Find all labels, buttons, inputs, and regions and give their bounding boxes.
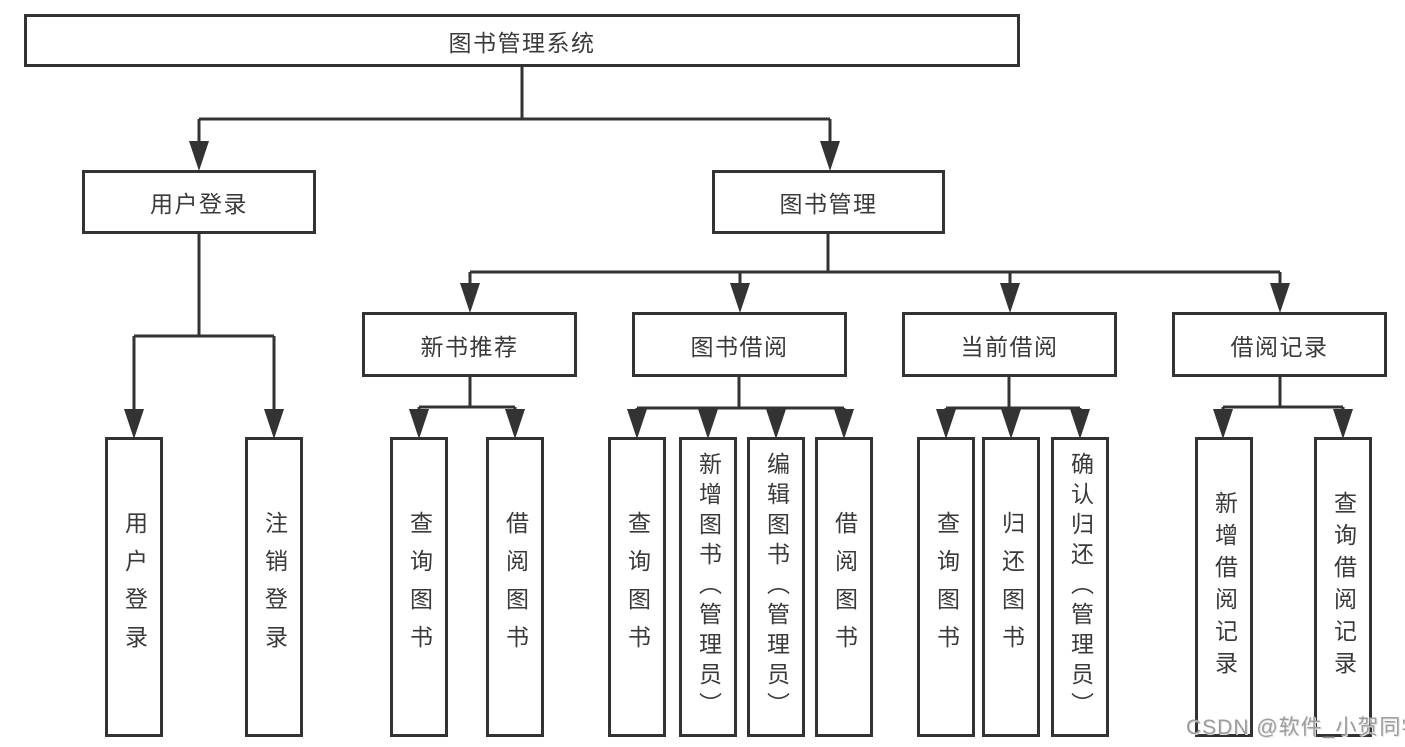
leaf-borrowing-add-book-admin: 新增图书（管理员） [679,437,737,737]
arrowhead [698,409,718,439]
node-user-login: 用户登录 [82,170,316,234]
leaf-current-return-books-label: 归还图书 [998,511,1025,663]
leaf-logout-label: 注销登录 [261,511,288,663]
leaf-borrowing-add-book-admin-label: 新增图书（管理员） [695,452,722,722]
node-borrowing-records-label: 借阅记录 [1230,333,1329,360]
connector-borrowing-records-branch [1221,375,1345,434]
arrowhead [409,409,429,439]
leaf-borrowing-edit-book-admin: 编辑图书（管理员） [747,437,805,737]
arrowhead [1270,283,1290,313]
leaf-user-login-label: 用户登录 [121,511,148,663]
leaf-newbook-borrow-books-label: 借阅图书 [502,511,529,663]
connector-book-management-branch [468,232,1282,308]
leaf-current-query-books-label: 查询图书 [933,511,960,663]
leaf-newbook-query-books: 查询图书 [390,437,448,737]
arrowhead [820,141,840,171]
leaf-borrowing-query-books-label: 查询图书 [624,511,651,663]
leaf-borrowing-edit-book-admin-label: 编辑图书（管理员） [763,452,790,722]
arrowhead [730,283,750,313]
arrowhead [460,283,480,313]
leaf-current-query-books: 查询图书 [917,437,975,737]
node-book-management-label: 图书管理 [779,191,878,217]
leaf-current-confirm-return-admin: 确认归还（管理员） [1051,437,1109,737]
node-current-borrowing: 当前借阅 [902,312,1117,377]
leaf-current-return-books: 归还图书 [982,437,1040,737]
leaf-user-login: 用户登录 [105,437,163,737]
connector-root-to-level2 [197,64,832,166]
leaf-newbook-query-books-label: 查询图书 [406,511,433,663]
node-book-borrowing: 图书借阅 [632,312,847,377]
node-library-management-system: 图书管理系统 [24,14,1020,67]
arrowhead [124,409,144,439]
arrowhead [189,141,209,171]
csdn-watermark: CSDN @软件_小贺同学 [1186,716,1405,739]
leaf-borrowing-borrow-books: 借阅图书 [815,437,873,737]
node-borrowing-records: 借阅记录 [1172,312,1387,377]
arrowhead [766,409,786,439]
node-book-management: 图书管理 [712,170,945,234]
node-new-book-recommendation: 新书推荐 [362,312,577,377]
node-book-borrowing-label: 图书借阅 [690,333,789,360]
node-user-login-label: 用户登录 [150,191,248,217]
connector-new-book-branch [417,375,517,434]
arrowhead [505,409,525,439]
node-new-book-recommendation-label: 新书推荐 [420,333,519,360]
leaf-logout: 注销登录 [245,437,303,737]
node-current-borrowing-label: 当前借阅 [960,333,1059,360]
arrowhead [834,409,854,439]
arrowhead [1070,409,1090,439]
leaf-borrowing-borrow-books-label: 借阅图书 [831,511,858,663]
arrowhead [1000,283,1020,313]
leaf-borrowing-query-books: 查询图书 [608,437,666,737]
connector-book-borrowing-branch [635,375,846,434]
leaf-current-confirm-return-admin-label: 确认归还（管理员） [1067,452,1094,722]
arrowhead [1001,409,1021,439]
arrowhead [1213,409,1233,439]
arrowhead [936,409,956,439]
leaf-newbook-borrow-books: 借阅图书 [486,437,544,737]
connector-user-login-branch [132,232,276,434]
leaf-records-add-borrow-record: 新增借阅记录 [1195,437,1253,737]
node-library-management-system-label: 图书管理系统 [448,29,596,56]
leaf-records-query-borrow-record-label: 查询借阅记录 [1330,491,1357,683]
leaf-records-query-borrow-record: 查询借阅记录 [1314,437,1372,737]
arrowhead [264,409,284,439]
leaf-records-add-borrow-record-label: 新增借阅记录 [1211,491,1238,683]
arrowhead [1333,409,1353,439]
arrowhead [627,409,647,439]
